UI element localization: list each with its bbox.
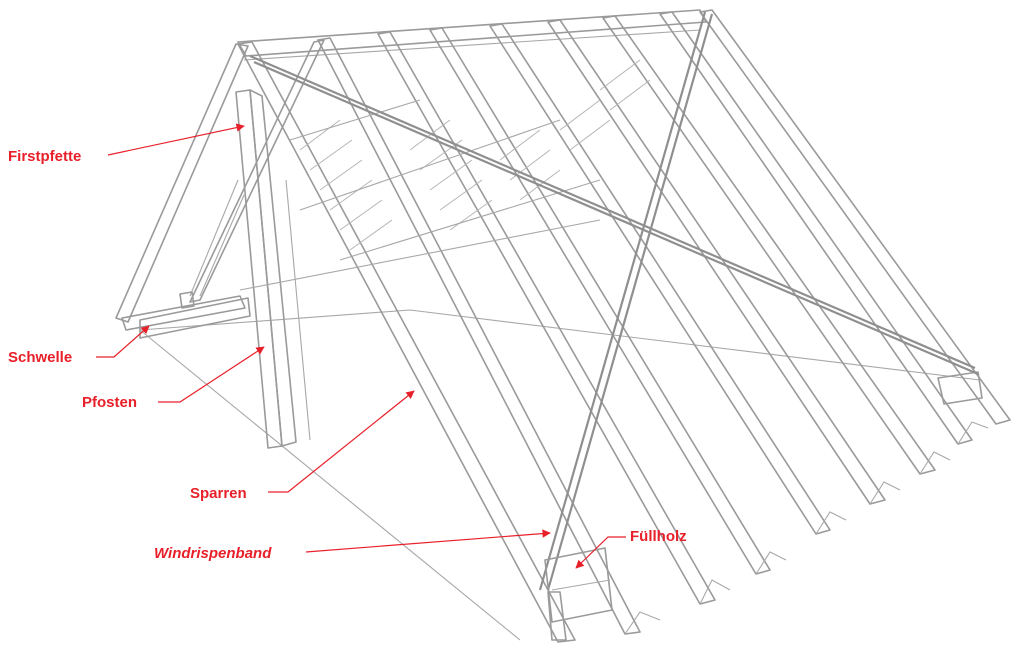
label-schwelle: Schwelle xyxy=(8,325,150,366)
annotations: Firstpfette Schwelle Pfosten Sparren Win… xyxy=(8,123,687,569)
label-pfosten: Pfosten xyxy=(82,346,265,411)
rafter-feet xyxy=(624,371,989,635)
label-fuellholz: Füllholz xyxy=(575,528,687,569)
gable-struts xyxy=(179,179,245,309)
rafters-right-side xyxy=(237,9,1011,643)
firstpfette-beam xyxy=(237,9,707,61)
sparren-label: Sparren xyxy=(190,485,247,502)
pfosten-leader xyxy=(158,346,265,403)
rafter-left-front xyxy=(115,39,325,323)
roof-drawing xyxy=(115,9,1011,643)
interior-hatching xyxy=(239,59,651,291)
firstpfette-leader xyxy=(107,123,245,156)
fuellholz-label: Füllholz xyxy=(630,528,687,545)
schwelle-beam xyxy=(121,295,251,339)
pfosten-label: Pfosten xyxy=(82,394,137,411)
sparren-leader xyxy=(268,390,415,493)
pfosten-post xyxy=(235,89,311,449)
label-firstpfette: Firstpfette xyxy=(8,123,245,165)
label-sparren: Sparren xyxy=(190,390,415,502)
schwelle-leader xyxy=(96,325,150,358)
schwelle-label: Schwelle xyxy=(8,349,72,366)
windrispenband-straps xyxy=(249,11,979,591)
label-windrispenband: Windrispenband xyxy=(154,529,551,562)
fuellholz-block xyxy=(544,547,613,641)
firstpfette-label: Firstpfette xyxy=(8,148,81,165)
windrispenband-leader xyxy=(305,529,551,553)
ground-outline xyxy=(139,309,981,641)
fuellholz-leader xyxy=(575,536,626,569)
windrispenband-label: Windrispenband xyxy=(154,545,272,562)
